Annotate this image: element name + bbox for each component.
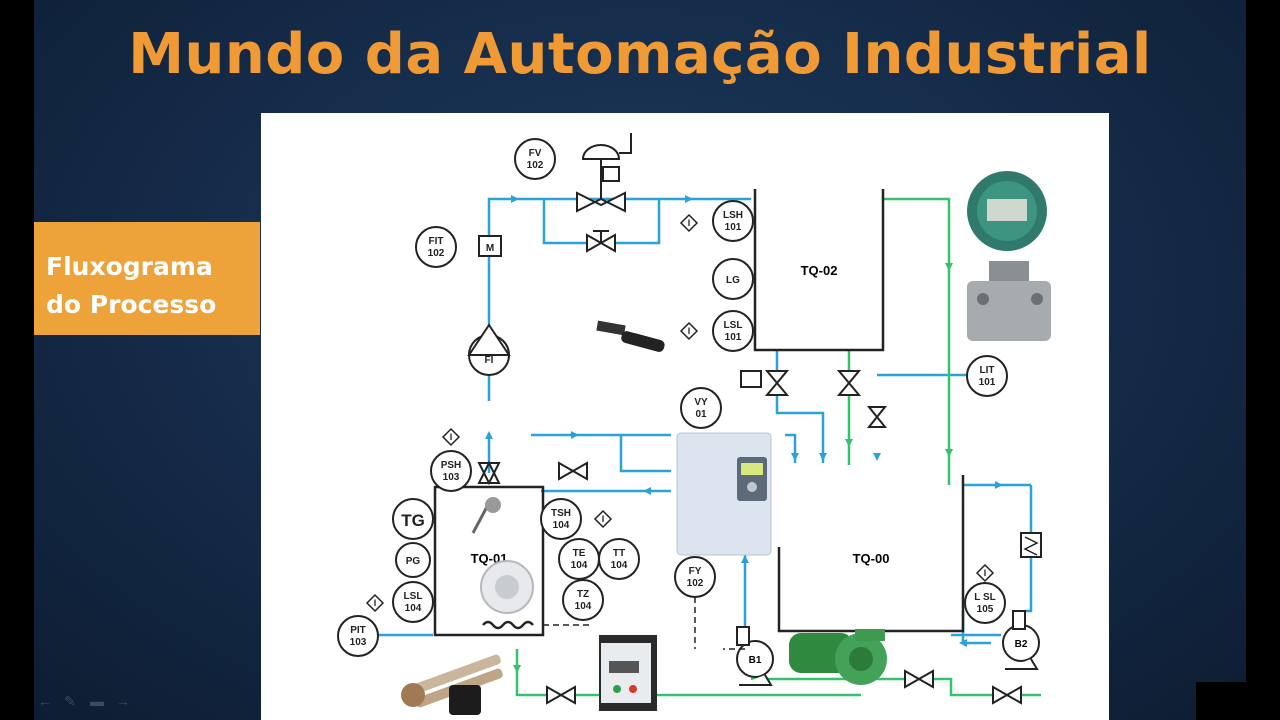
pump-b1[interactable] xyxy=(736,626,774,686)
heater-element-symbol xyxy=(1020,532,1042,558)
pressure-transmitter-photo xyxy=(967,171,1051,341)
lsl104-num: 104 xyxy=(405,603,422,614)
pump-b1-label: B1 xyxy=(749,655,762,666)
pit103-tag: PIT xyxy=(350,625,366,636)
flow-arrows xyxy=(485,195,1003,647)
tsh104-num: 104 xyxy=(553,520,570,531)
flow-meter-box xyxy=(478,235,502,257)
diamond-i-4: I xyxy=(374,598,377,608)
prev-arrow-icon[interactable]: ← xyxy=(38,693,52,709)
pump-b2-label: B2 xyxy=(1015,639,1028,650)
lsl104-tag: LSL xyxy=(404,591,423,602)
psh103-num: 103 xyxy=(443,472,460,483)
soft-starter-photo xyxy=(599,635,657,711)
fy102-tag: FY xyxy=(689,566,702,577)
flow-indicator-triangle xyxy=(467,323,511,356)
fi-tag: FI xyxy=(485,355,494,366)
control-valve-fv102[interactable] xyxy=(576,133,632,213)
lsl105-num: 105 xyxy=(977,604,994,615)
tg-tag: TG xyxy=(401,511,425,530)
section-label-line1: Fluxograma xyxy=(46,252,213,281)
fy102-num: 102 xyxy=(687,578,704,589)
pit103-num: 103 xyxy=(350,637,367,648)
vy01-num: 01 xyxy=(695,409,707,420)
lsl101-tag: LSL xyxy=(724,320,743,331)
lit101-tag: LIT xyxy=(980,365,995,376)
motor-m-tag: M xyxy=(486,243,494,254)
lg-tag: LG xyxy=(726,275,740,286)
corner-block xyxy=(1196,682,1246,720)
solenoid-box xyxy=(740,370,762,388)
instrument-bubbles xyxy=(337,138,1008,657)
heater-coil xyxy=(482,620,534,630)
pen-icon[interactable]: ✎ xyxy=(64,693,76,709)
psh103-tag: PSH xyxy=(441,460,462,471)
section-label-line2: do Processo xyxy=(46,290,217,319)
lsl105-tag: L SL xyxy=(974,592,995,603)
tt104-num: 104 xyxy=(611,560,628,571)
diamond-i-5: I xyxy=(602,514,605,524)
tz104-num: 104 xyxy=(575,601,592,612)
fit102-num: 102 xyxy=(428,248,445,259)
vy01-tag: VY xyxy=(694,397,708,408)
tt104-tag: TT xyxy=(613,548,625,559)
tsh104-tag: TSH xyxy=(551,508,571,519)
right-border xyxy=(1246,0,1280,720)
next-arrow-icon[interactable]: → xyxy=(116,693,130,709)
diamond-i-6: I xyxy=(984,568,987,578)
pg-tag: PG xyxy=(406,556,421,567)
thermocouple-heater-photo xyxy=(401,654,503,715)
te104-num: 104 xyxy=(571,560,588,571)
bypass-valve[interactable] xyxy=(586,230,616,253)
fit102-tag: FIT xyxy=(429,236,444,247)
te104-tag: TE xyxy=(573,548,586,559)
lsh101-tag: LSH xyxy=(723,210,743,221)
process-flow-diagram: TQ-02 TQ-01 TQ-00 xyxy=(261,113,1109,720)
green-flow-arrows xyxy=(513,263,953,673)
lsl101-num: 101 xyxy=(725,332,742,343)
lsh101-num: 101 xyxy=(725,222,742,233)
section-label-box: Fluxograma do Processo xyxy=(34,222,260,335)
pump-b2[interactable] xyxy=(1002,610,1040,670)
temperature-transmitter-photo xyxy=(471,497,534,614)
tank-tq00-label: TQ-00 xyxy=(853,551,890,566)
tz104-tag: TZ xyxy=(577,589,589,600)
diamond-i-3: I xyxy=(450,432,453,442)
lit101-num: 101 xyxy=(979,377,996,388)
level-float-switch-photo xyxy=(596,320,665,352)
slides-icon[interactable]: ▬ xyxy=(90,693,104,709)
fv102-num: 102 xyxy=(527,160,544,171)
left-border xyxy=(0,0,34,720)
diamond-i-2: I xyxy=(688,326,691,336)
frequency-inverter-photo xyxy=(676,432,772,556)
hand-valves[interactable] xyxy=(477,370,1022,705)
fv102-tag: FV xyxy=(529,148,542,159)
diamond-i-1: I xyxy=(688,218,691,228)
tank-tq02-label: TQ-02 xyxy=(801,263,838,278)
slide-title: Mundo da Automação Industrial xyxy=(128,22,1152,87)
interlock-diamonds xyxy=(365,213,995,613)
centrifugal-pump-photo xyxy=(789,629,887,685)
slide-nav: ← ✎ ▬ → xyxy=(38,694,132,708)
